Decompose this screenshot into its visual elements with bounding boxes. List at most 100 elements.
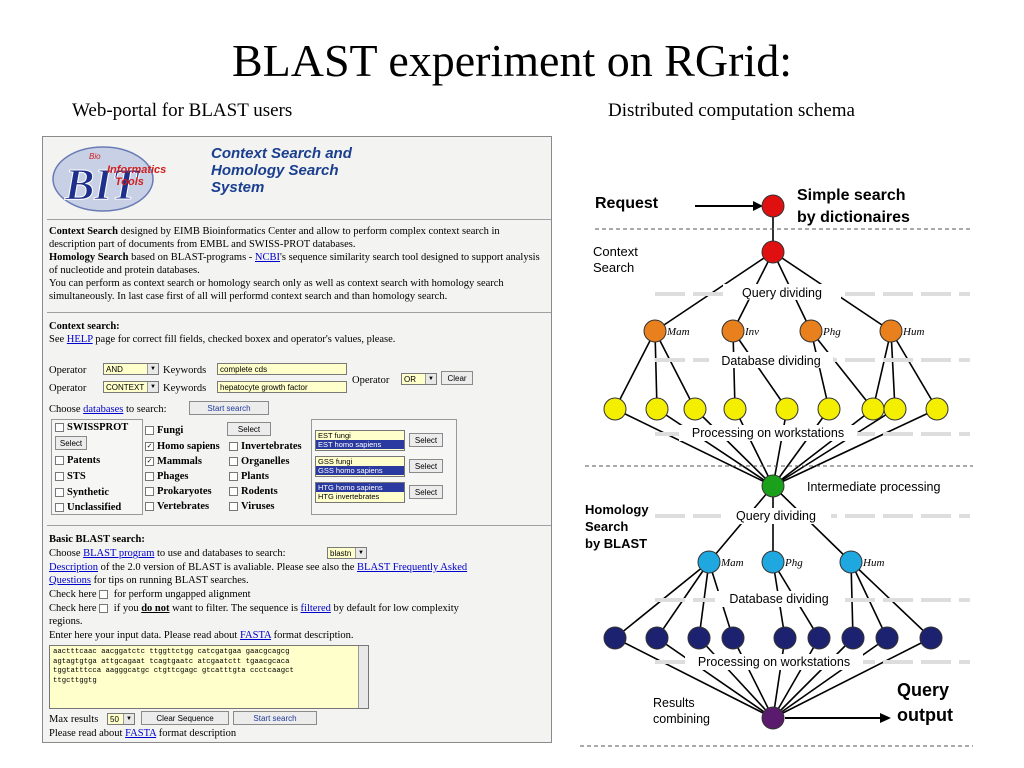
schema-edges bbox=[614, 206, 938, 719]
schema-edge bbox=[614, 330, 656, 410]
checkbox[interactable] bbox=[145, 502, 154, 512]
context-search-label-1: Context bbox=[593, 244, 638, 259]
description-link[interactable]: Description bbox=[49, 562, 98, 573]
max-results-select[interactable]: 50▼ bbox=[107, 713, 135, 725]
keywords-input-2[interactable]: hepatocyte growth factor bbox=[217, 381, 347, 393]
workstation-node-4 bbox=[723, 397, 747, 421]
operator-select-3[interactable]: OR▼ bbox=[401, 373, 437, 385]
context-start-search-button[interactable]: Start search bbox=[189, 401, 269, 415]
ncbi-link[interactable]: NCBI bbox=[254, 252, 281, 263]
chevron-down-icon: ▼ bbox=[123, 714, 134, 724]
blast-db-node-2 bbox=[761, 550, 785, 574]
clear-sequence-button[interactable]: Clear Sequence bbox=[141, 711, 229, 725]
db-swissprot[interactable]: SWISSPROT bbox=[55, 421, 128, 434]
schema-edge bbox=[654, 330, 696, 410]
checkbox[interactable] bbox=[55, 503, 64, 513]
checkbox[interactable] bbox=[229, 472, 238, 482]
workstation-node-7 bbox=[861, 397, 885, 421]
keywords-input-1[interactable]: complete cds bbox=[217, 363, 347, 375]
checkbox[interactable] bbox=[229, 442, 238, 452]
db-unclassified[interactable]: Unclassified bbox=[55, 501, 121, 514]
faq-link-2[interactable]: Questions bbox=[49, 575, 91, 586]
scrollbar[interactable] bbox=[358, 646, 368, 708]
select-button-est[interactable]: Select bbox=[409, 433, 443, 447]
right-subtitle: Distributed computation schema bbox=[608, 100, 855, 121]
max-results-label: Max results bbox=[49, 714, 99, 725]
checkbox-checked[interactable]: ✓ bbox=[145, 442, 154, 452]
databases-link[interactable]: databases bbox=[83, 404, 124, 415]
bit-logo: BIT Bio Informatics Tools bbox=[52, 146, 166, 212]
help-link[interactable]: HELP bbox=[66, 334, 93, 345]
checkbox[interactable] bbox=[55, 472, 64, 482]
checkbox[interactable] bbox=[145, 487, 154, 497]
checkbox[interactable] bbox=[145, 472, 154, 482]
db-invertebrates[interactable]: Invertebrates bbox=[229, 440, 302, 453]
results-label-1: Results bbox=[653, 696, 695, 710]
keywords-label-1: Keywords bbox=[163, 365, 207, 376]
fasta-link-2[interactable]: FASTA bbox=[125, 728, 157, 739]
context-db-node-4 bbox=[879, 319, 903, 343]
filtered-link[interactable]: filtered bbox=[300, 603, 331, 614]
select-button-2[interactable]: Select bbox=[227, 422, 271, 436]
filter-checkbox[interactable] bbox=[99, 604, 109, 614]
arrow-head-icon bbox=[880, 713, 891, 723]
select-button-htg[interactable]: Select bbox=[409, 485, 443, 499]
left-subtitle: Web-portal for BLAST users bbox=[72, 100, 293, 121]
faq-line: Questions for tips on running BLAST sear… bbox=[49, 575, 249, 586]
checkbox[interactable] bbox=[145, 426, 154, 436]
checkbox[interactable] bbox=[229, 487, 238, 497]
db-synthetic[interactable]: Synthetic bbox=[55, 486, 109, 499]
checkbox[interactable] bbox=[55, 456, 64, 466]
read-fasta-line: Please read about FASTA format descripti… bbox=[49, 728, 237, 739]
db-viruses[interactable]: Viruses bbox=[229, 500, 274, 513]
blast-workstation-node-9 bbox=[919, 626, 943, 650]
chevron-down-icon: ▼ bbox=[355, 548, 366, 558]
database-dividing-label-2: Database dividing bbox=[729, 592, 828, 606]
intro-text: Context Search designed by EIMB Bioinfor… bbox=[49, 226, 540, 302]
checkbox[interactable] bbox=[55, 488, 64, 498]
select-button-gss[interactable]: Select bbox=[409, 459, 443, 473]
db-plants[interactable]: Plants bbox=[229, 470, 269, 483]
checkbox-checked[interactable]: ✓ bbox=[145, 457, 154, 467]
db-box-1 bbox=[51, 419, 143, 515]
db-rodents[interactable]: Rodents bbox=[229, 485, 278, 498]
select-button-1[interactable]: Select bbox=[55, 436, 87, 450]
clear-button[interactable]: Clear bbox=[441, 371, 473, 385]
db-patents[interactable]: Patents bbox=[55, 454, 100, 467]
checkbox[interactable] bbox=[229, 457, 238, 467]
header-line-1: Context Search and bbox=[211, 145, 352, 162]
ungapped-checkbox[interactable] bbox=[99, 590, 109, 600]
schema-edge bbox=[772, 637, 820, 719]
query-output-label-1: Query bbox=[897, 680, 949, 700]
blast-program-link[interactable]: BLAST program bbox=[83, 548, 155, 559]
checkbox[interactable] bbox=[55, 423, 64, 433]
db-homo-sapiens[interactable]: ✓Homo sapiens bbox=[145, 441, 220, 452]
blast-start-search-button[interactable]: Start search bbox=[233, 711, 317, 725]
header-line-3: System bbox=[211, 179, 265, 196]
operator-select-1[interactable]: AND▼ bbox=[103, 363, 159, 375]
checkbox[interactable] bbox=[229, 502, 238, 512]
request-node bbox=[761, 194, 785, 218]
db-sts[interactable]: STS bbox=[55, 470, 86, 483]
db-vertebrates[interactable]: Vertebrates bbox=[145, 500, 209, 513]
schema-edge bbox=[772, 408, 938, 487]
workstation-node-9 bbox=[925, 397, 949, 421]
schema-edge bbox=[772, 637, 854, 719]
faq-link[interactable]: BLAST Frequently Asked bbox=[357, 562, 468, 573]
sequence-textarea[interactable]: aactttcaac aacggatctc ttggttctgg catcgat… bbox=[49, 645, 369, 709]
context-db-label-2: Inv bbox=[744, 326, 759, 338]
blast-heading: Basic BLAST search: bbox=[49, 534, 145, 545]
db-fungi[interactable]: Fungi bbox=[145, 424, 183, 437]
operator-select-2[interactable]: CONTEXT▼ bbox=[103, 381, 159, 393]
db-phages[interactable]: Phages bbox=[145, 470, 189, 483]
fasta-link[interactable]: FASTA bbox=[239, 630, 272, 641]
schema-edge bbox=[772, 408, 788, 487]
blast-program-select[interactable]: blastn▼ bbox=[327, 547, 367, 559]
db-prokaryotes[interactable]: Prokaryotes bbox=[145, 485, 212, 498]
db-mammals[interactable]: ✓Mammals bbox=[145, 456, 202, 467]
db-organelles[interactable]: Organelles bbox=[229, 455, 289, 468]
